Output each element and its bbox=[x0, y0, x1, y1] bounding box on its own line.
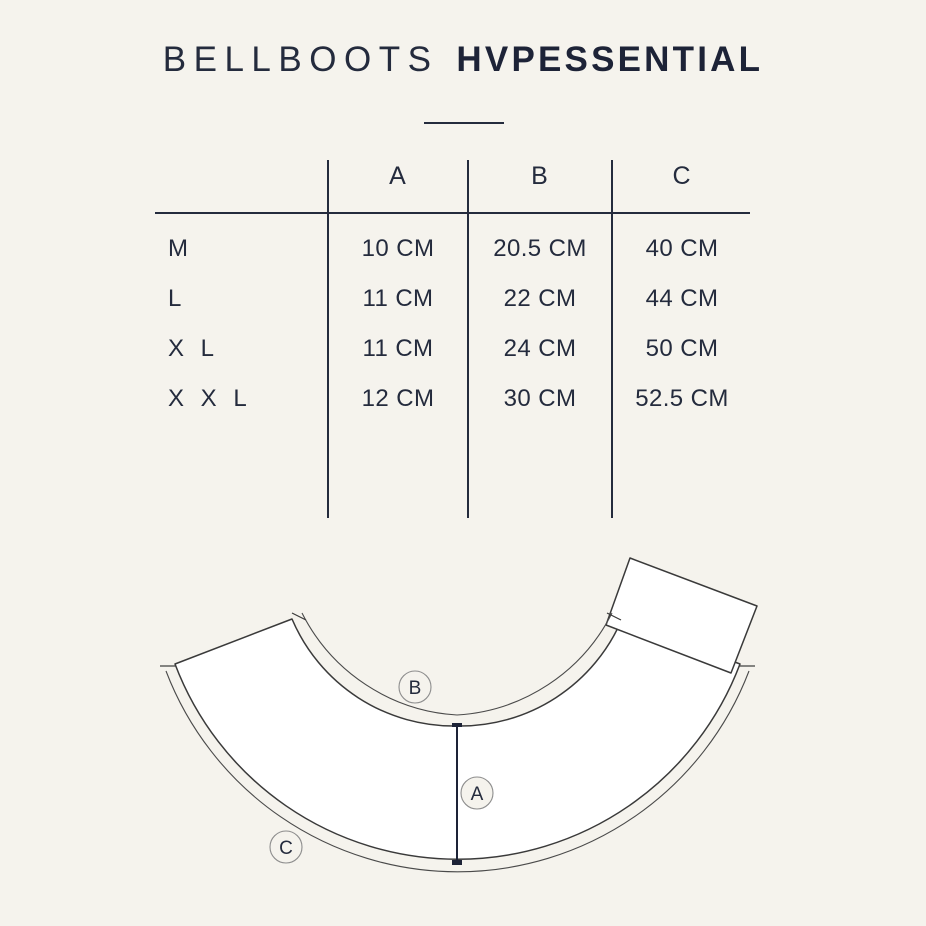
page-title: BELLBOOTS HVPESSENTIAL bbox=[0, 38, 926, 82]
size-label: M bbox=[168, 235, 193, 262]
table-row: X L 11 CM 24 CM 50 CM bbox=[0, 335, 926, 385]
column-header-c: C bbox=[672, 162, 692, 190]
inner-trim-line bbox=[301, 612, 613, 716]
cell-a: 12 CM bbox=[361, 385, 435, 412]
header-divider bbox=[155, 212, 750, 214]
column-divider-1 bbox=[327, 160, 329, 518]
dimension-marker-b-label: B bbox=[409, 678, 422, 699]
column-header-b: B bbox=[531, 162, 549, 190]
column-header-a: A bbox=[389, 162, 407, 190]
size-table: A B C M 10 CM 20.5 CM 40 CM L 11 CM 22 C… bbox=[0, 160, 926, 518]
dimension-line-a bbox=[452, 723, 462, 865]
cell-c: 44 CM bbox=[645, 285, 719, 312]
brand-name-bold: HVPESSENTIAL bbox=[456, 40, 764, 79]
cell-c: 40 CM bbox=[645, 235, 719, 262]
dimension-marker-b: B bbox=[398, 670, 432, 704]
column-divider-2 bbox=[467, 160, 469, 518]
boot-closure-flap bbox=[605, 557, 758, 674]
cell-c: 52.5 CM bbox=[635, 385, 729, 412]
brand-name-light: BELLBOOTS bbox=[162, 40, 439, 79]
size-label: X L bbox=[168, 335, 220, 362]
size-label: L bbox=[168, 285, 187, 312]
cell-a: 11 CM bbox=[362, 285, 434, 312]
dimension-marker-c: C bbox=[269, 830, 303, 864]
column-divider-3 bbox=[611, 160, 613, 518]
table-row: X X L 12 CM 30 CM 52.5 CM bbox=[0, 385, 926, 435]
dimension-marker-c-label: C bbox=[279, 838, 293, 859]
bell-boot-technical-drawing: A B C bbox=[0, 525, 926, 926]
cell-b: 30 CM bbox=[503, 385, 577, 412]
cell-b: 22 CM bbox=[503, 285, 577, 312]
title-divider bbox=[424, 122, 504, 124]
cell-a: 11 CM bbox=[362, 335, 434, 362]
table-row: L 11 CM 22 CM 44 CM bbox=[0, 285, 926, 335]
table-row: M 10 CM 20.5 CM 40 CM bbox=[0, 235, 926, 285]
size-label: X X L bbox=[168, 385, 252, 412]
dimension-marker-a: A bbox=[460, 776, 494, 810]
cell-b: 20.5 CM bbox=[493, 235, 587, 262]
dimension-ticks bbox=[160, 612, 755, 667]
dimension-marker-a-label: A bbox=[471, 784, 484, 805]
cell-a: 10 CM bbox=[361, 235, 435, 262]
outer-trim-line bbox=[165, 670, 750, 873]
cell-b: 24 CM bbox=[503, 335, 577, 362]
cell-c: 50 CM bbox=[645, 335, 719, 362]
